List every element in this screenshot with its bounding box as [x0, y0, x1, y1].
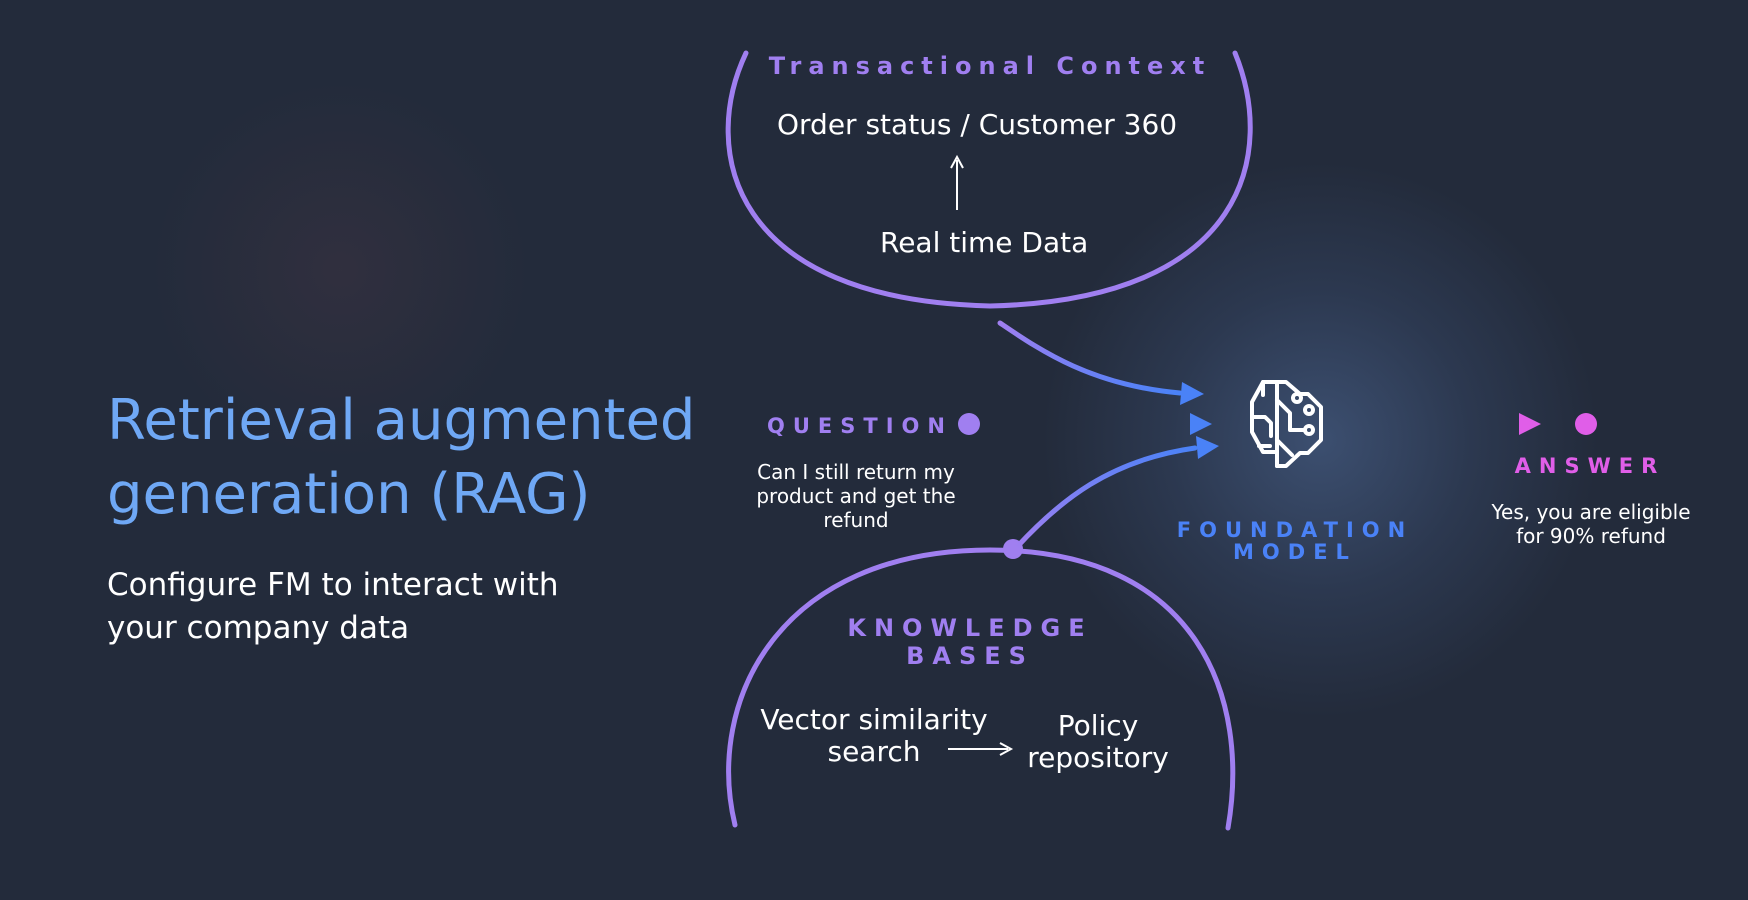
policy-repository-text: Policy repository [1027, 709, 1169, 774]
up-arrow-head [950, 154, 964, 169]
answer-dot [1575, 413, 1597, 435]
kb-to-fm-curve [1013, 445, 1198, 551]
context-to-fm-curve [997, 320, 1183, 396]
foundation-model-label-line1: FOUNDATION [1176, 518, 1414, 542]
right-arrow-head [999, 742, 1014, 756]
knowledge-bases-label-line1: KNOWLEDGE [847, 614, 1093, 642]
knowledge-bases-arc [726, 547, 1236, 831]
slide-title: Retrieval augmented generation (RAG) [107, 388, 696, 527]
brain-circuit-icon [1250, 380, 1323, 468]
question-label: QUESTION [767, 414, 953, 438]
foundation-model-label-line2: MODEL [1233, 540, 1357, 564]
knowledge-bases-label-line2: BASES [906, 642, 1034, 670]
background-glow-left [150, 80, 530, 460]
slide-subtitle: Configure FM to interact with your compa… [107, 567, 559, 646]
transactional-context-label: Transactional Context [768, 52, 1212, 80]
answer-label: ANSWER [1514, 454, 1666, 478]
answer-text: Yes, you are eligible for 90% refund [1491, 500, 1691, 548]
question-dot [958, 413, 980, 435]
kb-to-fm-arrowhead [1196, 436, 1219, 459]
real-time-data-text: Real time Data [880, 226, 1089, 259]
order-status-text: Order status / Customer 360 [777, 108, 1178, 141]
question-text: Can I still return my product and get th… [756, 460, 956, 532]
vector-similarity-search-text: Vector similarity search [760, 703, 988, 768]
context-to-fm-arrowhead [1180, 382, 1204, 405]
transactional-context-arc [725, 50, 1253, 309]
answer-arrowhead [1519, 413, 1541, 435]
question-arrowhead [1190, 413, 1212, 435]
